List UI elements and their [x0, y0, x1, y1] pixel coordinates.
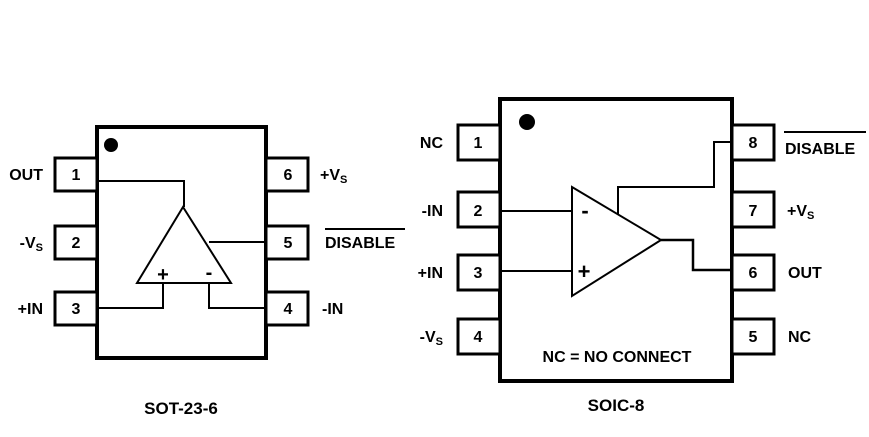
soic8-opamp: - + [571, 185, 663, 298]
package-caption: SOIC-8 [588, 396, 645, 415]
sot23-opamp: + - [135, 205, 233, 286]
pin-number: 8 [749, 135, 758, 152]
pin-label: -IN [322, 301, 343, 318]
pin-number: 3 [474, 265, 483, 282]
pin-label: +VS [787, 203, 814, 222]
sot23-pin-1: 1 OUT [9, 156, 99, 193]
minus-symbol: - [206, 262, 213, 284]
plus-symbol: + [157, 264, 169, 286]
plus-symbol: + [578, 259, 591, 284]
pin-number: 3 [72, 301, 81, 318]
opamp-triangle [571, 185, 663, 298]
pin-label: NC [420, 135, 444, 152]
soic8-pin-2: 2 -IN [422, 190, 502, 229]
sot23-package: 1 OUT 2 -VS 3 +IN 6 +VS 5 DISABLE 4 [9, 125, 405, 418]
sot23-pin-4: 4 -IN [264, 290, 343, 327]
soic8-pin-6: 6 OUT [730, 253, 822, 292]
pin-number: 2 [474, 203, 483, 220]
soic8-pin-3: 3 +IN [418, 253, 502, 292]
pin-number: 6 [749, 265, 758, 282]
soic8-pin-1: 1 NC [420, 123, 502, 162]
pin-number: 4 [284, 301, 293, 318]
wire-plus-in [99, 283, 164, 309]
pin-number: 1 [72, 167, 81, 184]
wire-out [661, 238, 731, 272]
pin-label: DISABLE [325, 235, 396, 252]
package-caption: SOT-23-6 [144, 399, 218, 418]
soic8-pin-7: 7 +VS [730, 190, 814, 229]
pin-number: 1 [474, 135, 483, 152]
pin1-marker-dot [104, 138, 118, 152]
pin-label: +IN [18, 301, 43, 318]
sot23-pin-3: 3 +IN [18, 290, 99, 327]
pin-label: -VS [420, 329, 443, 348]
soic8-body [498, 97, 734, 383]
soic8-package: 1 NC 2 -IN 3 +IN 4 -VS 8 DISABLE 7 + [418, 97, 866, 415]
minus-symbol: - [581, 198, 588, 223]
soic8-pin-5: 5 NC [730, 317, 812, 356]
pin1-marker-dot [519, 114, 535, 130]
pin-number: 4 [474, 329, 483, 346]
nc-note: NC = NO CONNECT [543, 349, 692, 366]
opamp-triangle [135, 205, 233, 284]
pin-label: +VS [320, 167, 347, 186]
pin-label: NC [788, 329, 812, 346]
wire-out [99, 180, 185, 207]
pin-number: 5 [284, 235, 293, 252]
pin-label: OUT [9, 167, 43, 184]
pin-number: 7 [749, 203, 758, 220]
wire-minus-in [208, 283, 265, 309]
pin-label: -VS [20, 235, 43, 254]
pin-number: 2 [72, 235, 81, 252]
pin-number: 6 [284, 167, 293, 184]
wire-disable [617, 141, 731, 214]
pin-label: OUT [788, 265, 822, 282]
sot23-pin-6: 6 +VS [264, 156, 347, 193]
sot23-pin-5: 5 DISABLE [264, 224, 405, 261]
pin-number: 5 [749, 329, 758, 346]
soic8-pin-8: 8 DISABLE [730, 123, 866, 162]
soic8-pin-4: 4 -VS [420, 317, 502, 356]
pin-label: +IN [418, 265, 443, 282]
sot23-pin-2: 2 -VS [20, 224, 99, 261]
pin-label: DISABLE [785, 141, 856, 158]
pin-label: -IN [422, 203, 443, 220]
